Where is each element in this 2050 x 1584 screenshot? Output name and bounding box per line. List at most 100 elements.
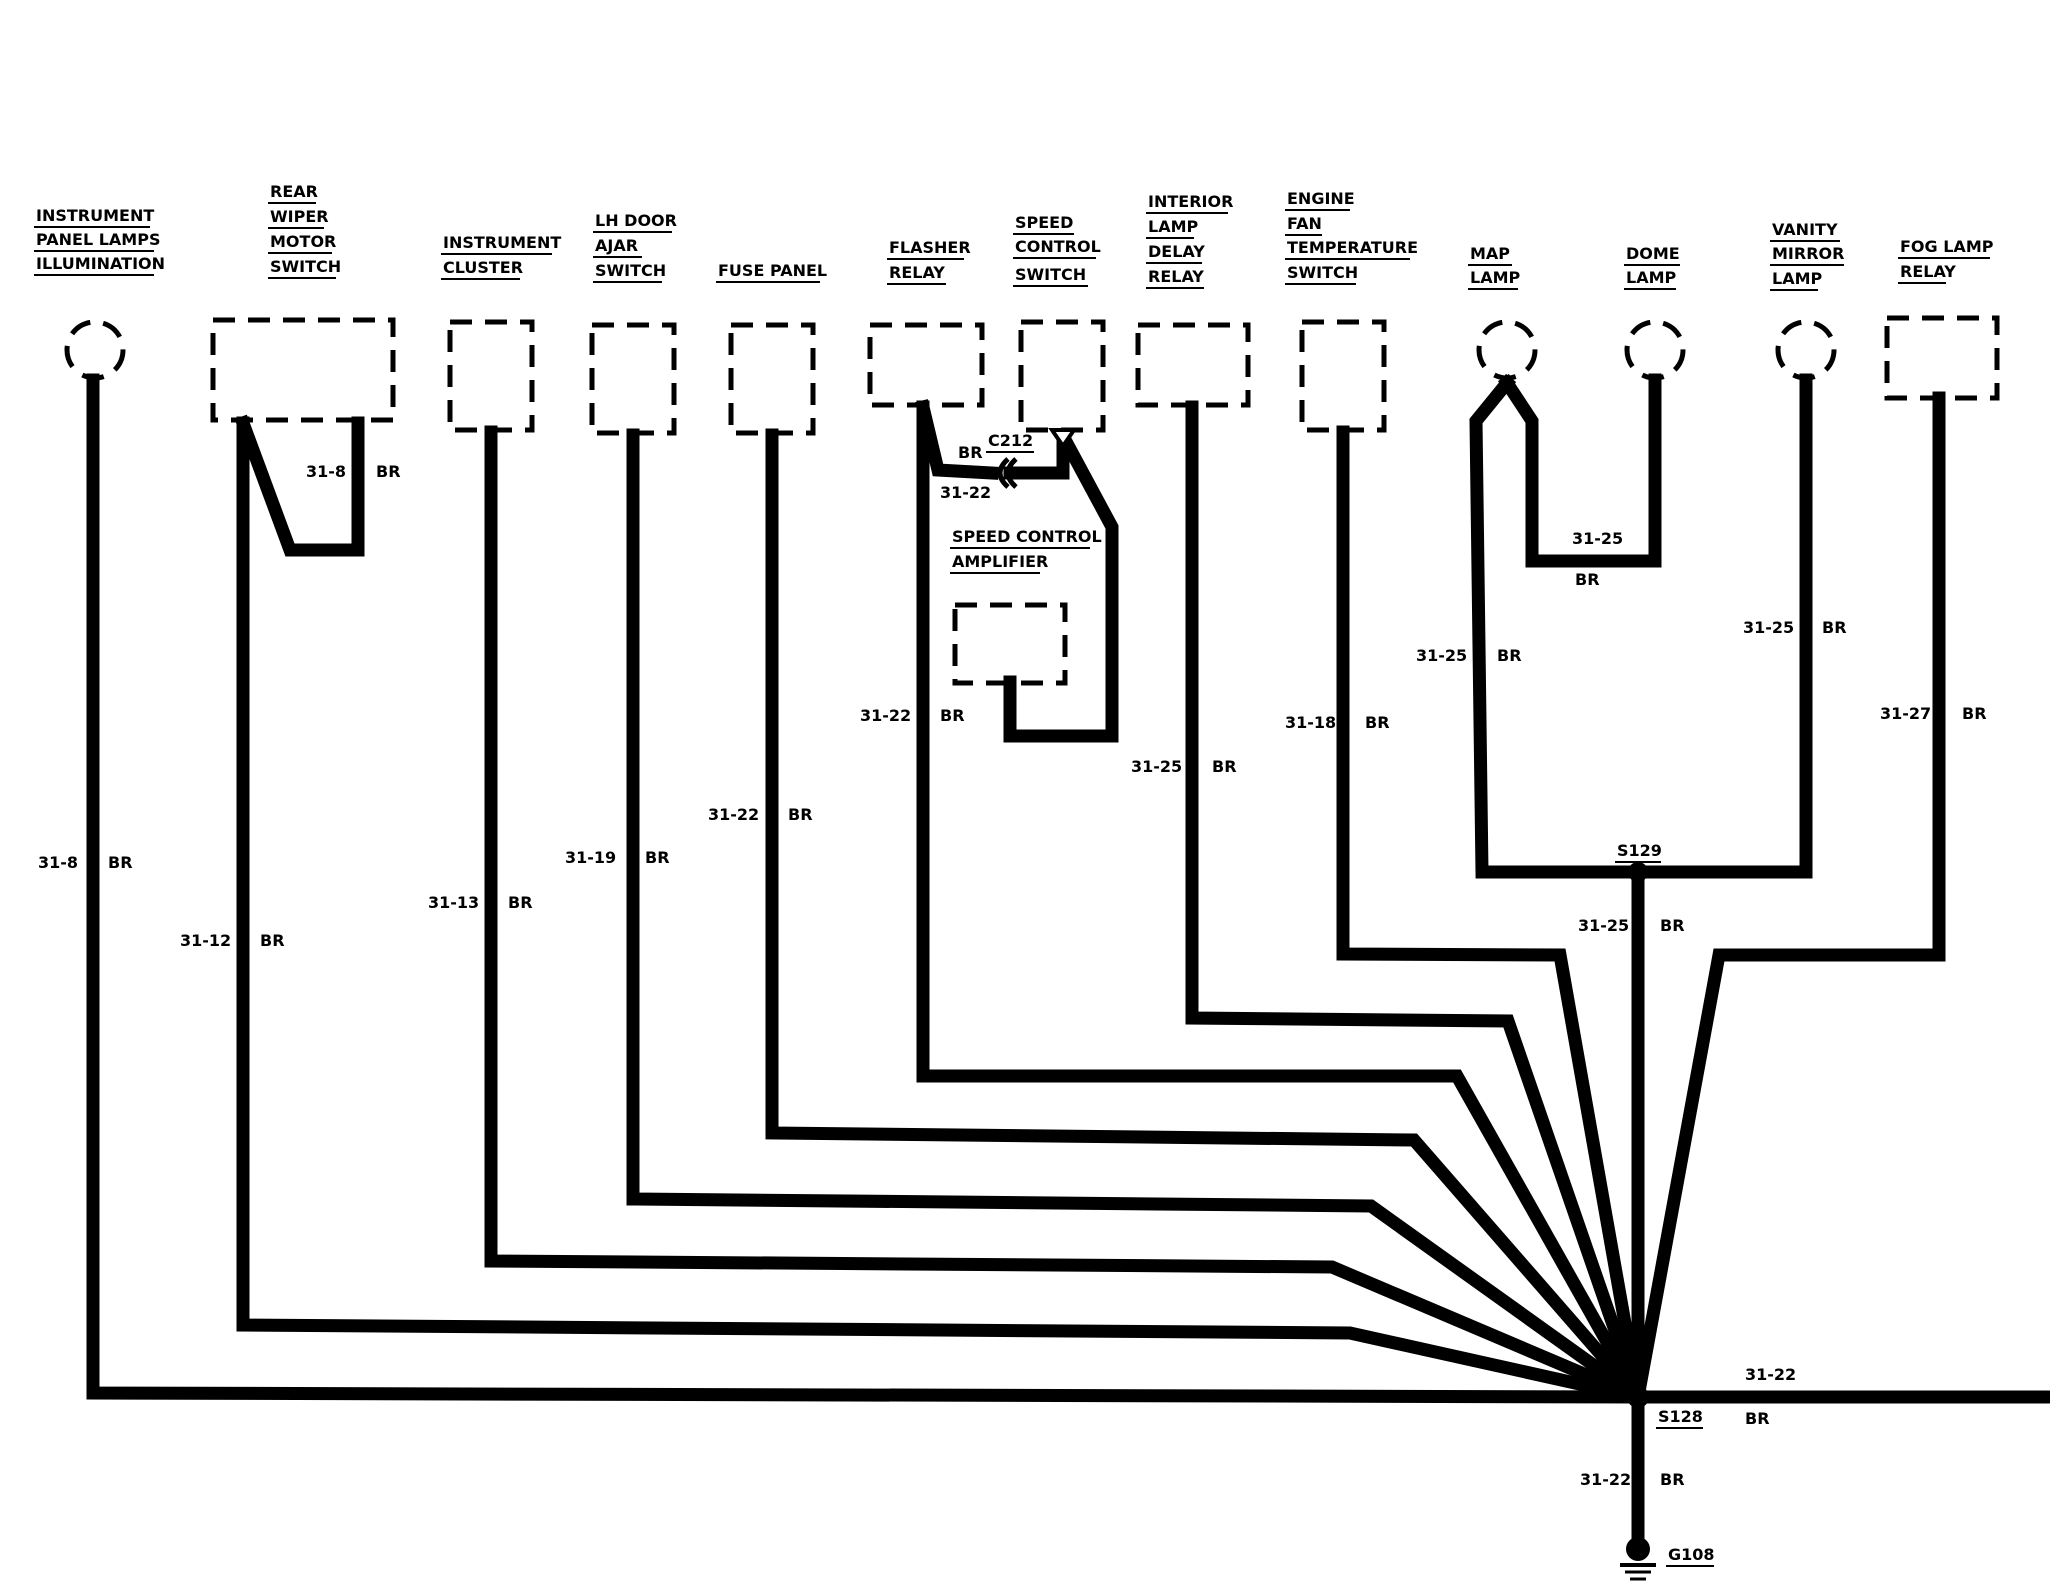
circuit-label-31-22-right: 31-22 xyxy=(1745,1365,1796,1384)
wire-color-c212: BR xyxy=(958,443,983,462)
vanity-mirror-title-3: LAMP xyxy=(1772,269,1823,288)
circuit-label-31-18: 31-18 xyxy=(1285,713,1336,732)
speed-control-amplifier-title-2: AMPLIFIER xyxy=(952,552,1048,571)
interior-lamp-title-3: DELAY xyxy=(1148,242,1205,261)
wire-speed-control-amplifier xyxy=(1003,427,1119,743)
g108-ground-symbol[interactable] xyxy=(1620,1537,1656,1581)
flasher-relay-title-1: FLASHER xyxy=(889,238,971,257)
interior-lamp-title-1: INTERIOR xyxy=(1148,192,1233,211)
circuit-label-31-22-ground: 31-22 xyxy=(1580,1470,1631,1489)
lh-door-title-1: LH DOOR xyxy=(595,211,677,230)
rear-wiper-title-1: REAR xyxy=(270,182,318,201)
wire-engine-fan-temp xyxy=(1336,425,1646,1405)
map-lamp-title-2: LAMP xyxy=(1470,268,1521,287)
wire-color-31-13: BR xyxy=(508,893,533,912)
circuit-label-31-22-flasher: 31-22 xyxy=(860,706,911,725)
wire-color-31-8-wiper: BR xyxy=(376,462,401,481)
wire-color-31-12: BR xyxy=(260,931,285,950)
wire-flasher-relay xyxy=(916,400,1647,1406)
connector-symbols xyxy=(997,428,1656,1581)
circuit-label-31-22-fuse: 31-22 xyxy=(708,805,759,824)
circuit-label-31-25-interior: 31-25 xyxy=(1131,757,1182,776)
circuit-label-31-19: 31-19 xyxy=(565,848,616,867)
circuit-label-31-13: 31-13 xyxy=(428,893,479,912)
fog-lamp-title-2: RELAY xyxy=(1900,262,1956,281)
wire-color-31-8-main: BR xyxy=(108,853,133,872)
circuit-label-31-12: 31-12 xyxy=(180,931,231,950)
circuit-labels: 31-8 BR 31-8 BR 31-12 BR 31-13 BR 31-19 … xyxy=(38,443,1987,1489)
instrument-panel-lamps-title-2: PANEL LAMPS xyxy=(36,230,160,249)
engine-fan-title-2: FAN xyxy=(1287,214,1322,233)
engine-fan-title-4: SWITCH xyxy=(1287,263,1358,282)
circuit-label-31-8-wiper: 31-8 xyxy=(306,462,346,481)
speed-control-amplifier-box[interactable] xyxy=(952,602,1068,686)
circuit-label-31-25-vanity: 31-25 xyxy=(1743,618,1794,637)
wire-instrument-cluster xyxy=(484,425,1647,1406)
instrument-panel-lamps-title-1: INSTRUMENT xyxy=(36,206,154,225)
wire-color-31-22-flasher: BR xyxy=(940,706,965,725)
wire-color-31-22-right: BR xyxy=(1745,1409,1770,1428)
wire-rear-wiper-loop xyxy=(234,414,365,557)
wire-color-31-25-s129: BR xyxy=(1660,916,1685,935)
speed-control-amplifier-title-1: SPEED CONTROL xyxy=(952,527,1102,546)
flasher-relay-title-2: RELAY xyxy=(889,263,945,282)
wire-color-31-19: BR xyxy=(645,848,670,867)
instrument-panel-lamps-symbol[interactable] xyxy=(64,319,126,381)
map-lamp-symbol[interactable] xyxy=(1476,319,1538,381)
speed-control-switch-box[interactable] xyxy=(1018,319,1106,433)
wire-fuse-panel xyxy=(765,428,1648,1407)
wire-color-31-25-dome: BR xyxy=(1575,570,1600,589)
s128-label: S128 xyxy=(1658,1407,1703,1426)
c212-label: C212 xyxy=(988,431,1033,450)
speed-control-switch-title-1: SPEED xyxy=(1015,213,1073,232)
s129-splice-dot[interactable] xyxy=(1628,862,1648,882)
engine-fan-title-3: TEMPERATURE xyxy=(1287,238,1418,257)
engine-fan-temperature-switch-box[interactable] xyxy=(1299,319,1387,433)
dome-lamp-title-1: DOME xyxy=(1626,244,1680,263)
wires xyxy=(86,373,2050,1545)
circuit-label-31-27: 31-27 xyxy=(1880,704,1931,723)
interior-lamp-title-2: LAMP xyxy=(1148,217,1199,236)
dome-lamp-title-2: LAMP xyxy=(1626,268,1677,287)
fog-lamp-relay-box[interactable] xyxy=(1884,315,2000,401)
instrument-cluster-title-2: CLUSTER xyxy=(443,258,523,277)
dome-lamp-symbol[interactable] xyxy=(1624,319,1686,381)
rear-wiper-motor-switch-box[interactable] xyxy=(210,317,396,423)
s129-label: S129 xyxy=(1617,841,1662,860)
vanity-mirror-title-1: VANITY xyxy=(1772,220,1838,239)
fuse-panel-box[interactable] xyxy=(728,322,816,436)
wire-color-31-22-ground: BR xyxy=(1660,1470,1685,1489)
component-titles: INSTRUMENT PANEL LAMPS ILLUMINATION REAR… xyxy=(36,182,1994,571)
c212-connector-symbol[interactable] xyxy=(997,457,1018,489)
wire-color-31-18: BR xyxy=(1365,713,1390,732)
speed-switch-terminal xyxy=(1048,428,1078,450)
speed-control-switch-title-3: SWITCH xyxy=(1015,265,1086,284)
map-lamp-title-1: MAP xyxy=(1470,244,1510,263)
instrument-cluster-title-1: INSTRUMENT xyxy=(443,233,561,252)
circuit-label-31-25-dome: 31-25 xyxy=(1572,529,1623,548)
engine-fan-title-1: ENGINE xyxy=(1287,189,1355,208)
interior-lamp-delay-relay-box[interactable] xyxy=(1135,322,1251,408)
circuit-label-31-22-c212: 31-22 xyxy=(940,483,991,502)
flasher-relay-box[interactable] xyxy=(867,322,985,408)
s128-splice-dot[interactable] xyxy=(1627,1386,1649,1408)
vanity-mirror-lamp-symbol[interactable] xyxy=(1775,319,1837,381)
fog-lamp-title-1: FOG LAMP xyxy=(1900,237,1994,256)
fuse-panel-title: FUSE PANEL xyxy=(718,261,827,280)
speed-control-switch-title-2: CONTROL xyxy=(1015,237,1101,256)
wire-flasher-c212 xyxy=(915,399,999,480)
g108-label: G108 xyxy=(1668,1545,1715,1564)
instrument-panel-lamps-title-3: ILLUMINATION xyxy=(36,254,165,273)
rear-wiper-title-3: MOTOR xyxy=(270,232,336,251)
wire-color-31-22-fuse: BR xyxy=(788,805,813,824)
lh-door-title-3: SWITCH xyxy=(595,261,666,280)
wire-map-lamp-loop xyxy=(1469,373,1645,879)
rear-wiper-title-4: SWITCH xyxy=(270,257,341,276)
wire-color-31-25-map: BR xyxy=(1497,646,1522,665)
lh-door-ajar-switch-box[interactable] xyxy=(589,322,677,436)
wire-rear-wiper-motor xyxy=(236,416,1646,1405)
instrument-cluster-box[interactable] xyxy=(447,319,535,433)
wire-lh-door-ajar xyxy=(626,428,1648,1407)
wire-instrument-panel-lamps xyxy=(86,373,1645,1404)
